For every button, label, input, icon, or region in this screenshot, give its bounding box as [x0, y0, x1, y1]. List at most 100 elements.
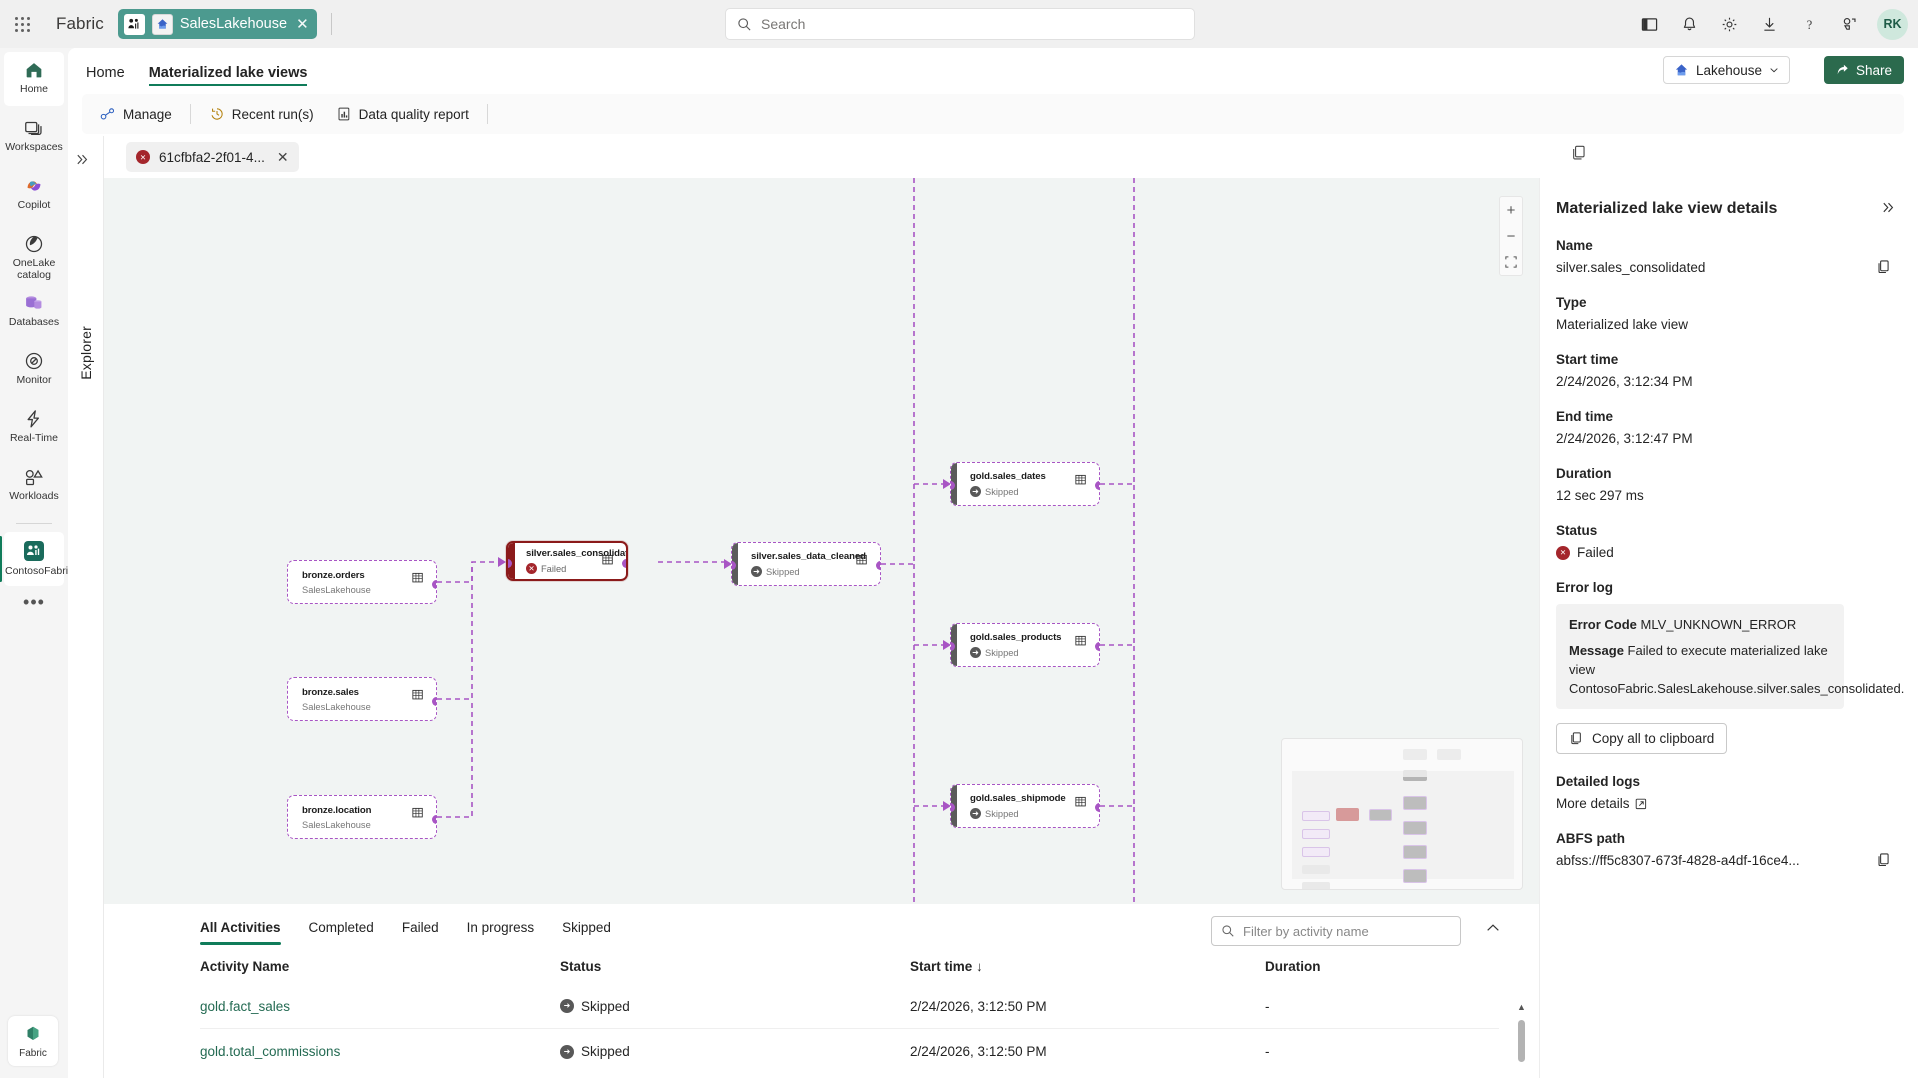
- tab-in-progress[interactable]: In progress: [466, 920, 535, 935]
- sidebar-item-copilot[interactable]: Copilot: [4, 168, 64, 222]
- column-start-time[interactable]: Start time ↓: [910, 959, 983, 974]
- brand-label[interactable]: Fabric: [56, 14, 104, 33]
- data-quality-report-button[interactable]: Data quality report: [326, 99, 479, 129]
- lineage-node-bronze-sales[interactable]: bronze.sales SalesLakehouse: [287, 677, 437, 721]
- node-output-port[interactable]: [432, 580, 436, 589]
- share-button[interactable]: Share: [1823, 56, 1904, 84]
- node-input-port[interactable]: [951, 481, 955, 490]
- copy-icon[interactable]: [1570, 144, 1588, 162]
- more-details-link[interactable]: More details: [1556, 796, 1647, 811]
- activities-scrollbar[interactable]: ▲ ▼: [1517, 1002, 1526, 1078]
- bell-icon[interactable]: [1671, 6, 1707, 42]
- table-row[interactable]: gold.total_commissions Skipped 2/24/2026…: [200, 1029, 1499, 1074]
- search-input[interactable]: [761, 16, 1183, 32]
- sidebar-item-home[interactable]: Home: [4, 52, 64, 106]
- column-duration[interactable]: Duration: [1265, 959, 1321, 974]
- node-input-port[interactable]: [732, 561, 736, 570]
- sidebar-item-monitor[interactable]: Monitor: [4, 343, 64, 397]
- activity-name-link[interactable]: gold.total_commissions: [200, 1044, 341, 1059]
- node-subtitle: SalesLakehouse: [302, 584, 371, 595]
- node-input-port[interactable]: [951, 803, 955, 812]
- failed-status-icon: [526, 563, 537, 574]
- node-output-port[interactable]: [432, 697, 436, 706]
- node-output-port[interactable]: [876, 561, 880, 570]
- collapse-details-button[interactable]: [1881, 200, 1896, 215]
- activities-tabs: All Activities Completed Failed In progr…: [104, 904, 1539, 946]
- panel-icon[interactable]: [1631, 6, 1667, 42]
- lineage-node-bronze-orders[interactable]: bronze.orders SalesLakehouse: [287, 560, 437, 604]
- copy-icon[interactable]: [1876, 852, 1892, 868]
- scrollbar-thumb[interactable]: [1518, 1020, 1525, 1062]
- tab-failed[interactable]: Failed: [401, 920, 439, 935]
- tab-all-activities[interactable]: All Activities: [200, 920, 281, 945]
- table-icon: [1075, 796, 1087, 808]
- recent-runs-button[interactable]: Recent run(s): [199, 99, 324, 129]
- node-output-port[interactable]: [1095, 803, 1099, 812]
- explorer-label[interactable]: Explorer: [78, 326, 94, 380]
- expand-explorer-button[interactable]: [75, 152, 90, 167]
- external-link-icon: [1635, 798, 1647, 810]
- divider: [189, 104, 191, 124]
- sidebar-item-workloads[interactable]: Workloads: [4, 459, 64, 513]
- sidebar-more-button[interactable]: •••: [4, 590, 64, 644]
- node-output-port[interactable]: [1095, 481, 1099, 490]
- node-input-port[interactable]: [508, 559, 512, 568]
- download-icon[interactable]: [1751, 6, 1787, 42]
- close-icon[interactable]: ✕: [296, 16, 309, 33]
- activity-name-link[interactable]: gold.fact_sales: [200, 998, 291, 1014]
- workspace-chip[interactable]: SalesLakehouse ✕: [117, 9, 317, 39]
- lineage-node-silver-sales-consolidated[interactable]: silver.sales_consolidated Failed: [506, 541, 628, 581]
- run-tab[interactable]: 61cfbfa2-2f01-4... ✕: [126, 142, 299, 172]
- manage-icon: [100, 106, 116, 122]
- sidebar-item-contosofabric[interactable]: ContosoFabric: [0, 532, 73, 586]
- type-value: Materialized lake view: [1556, 317, 1689, 332]
- sidebar-item-databases[interactable]: Databases: [4, 285, 64, 339]
- collapse-activities-button[interactable]: [1485, 920, 1501, 936]
- table-header: Activity Name Status Start time ↓ Durati…: [200, 953, 1499, 984]
- copy-icon[interactable]: [1876, 259, 1892, 275]
- sidebar-item-onelake-catalog[interactable]: OneLake catalog: [4, 226, 64, 281]
- table-row[interactable]: gold.fact_sales Skipped 2/24/2026, 3:12:…: [200, 984, 1499, 1029]
- node-output-port[interactable]: [1095, 642, 1099, 651]
- tab-materialized-lake-views[interactable]: Materialized lake views: [148, 48, 307, 94]
- lineage-canvas[interactable]: + − bronze.orders SalesLakehouse: [104, 178, 1539, 904]
- zoom-out-button[interactable]: −: [1506, 227, 1516, 245]
- column-activity-name[interactable]: Activity Name: [200, 959, 290, 974]
- feedback-icon[interactable]: [1831, 6, 1867, 42]
- tab-completed[interactable]: Completed: [308, 920, 374, 935]
- fit-to-screen-icon[interactable]: [1500, 249, 1522, 275]
- data-quality-report-label: Data quality report: [358, 106, 469, 122]
- sidebar-item-real-time[interactable]: Real-Time: [4, 401, 64, 455]
- sidebar-item-workspaces[interactable]: Workspaces: [4, 110, 64, 164]
- minimap-node: [1403, 770, 1427, 781]
- lineage-node-silver-sales-data-cleaned[interactable]: silver.sales_data_cleaned Skipped: [731, 542, 881, 586]
- workspace-chip-label: SalesLakehouse: [179, 16, 288, 32]
- lineage-node-gold-sales-dates[interactable]: gold.sales_dates Skipped: [950, 462, 1100, 506]
- tab-home[interactable]: Home: [86, 65, 125, 81]
- zoom-in-button[interactable]: +: [1506, 201, 1516, 219]
- close-icon[interactable]: ✕: [276, 148, 289, 165]
- lineage-node-gold-sales-shipmode[interactable]: gold.sales_shipmode Skipped: [950, 784, 1100, 828]
- scroll-up-icon[interactable]: ▲: [1517, 1002, 1526, 1012]
- lineage-node-bronze-location[interactable]: bronze.location SalesLakehouse: [287, 795, 437, 839]
- start-time-cell: 2/24/2026, 3:12:50 PM: [910, 998, 1047, 1014]
- copy-all-button[interactable]: Copy all to clipboard: [1556, 723, 1728, 754]
- avatar[interactable]: RK: [1877, 8, 1908, 40]
- zoom-controls[interactable]: + −: [1499, 196, 1523, 276]
- activity-filter[interactable]: [1211, 916, 1461, 946]
- manage-button[interactable]: Manage: [90, 99, 182, 129]
- tab-skipped[interactable]: Skipped: [562, 920, 611, 935]
- column-status[interactable]: Status: [560, 959, 602, 974]
- node-output-port[interactable]: [622, 559, 626, 568]
- global-search[interactable]: [725, 8, 1195, 40]
- lineage-node-gold-sales-products[interactable]: gold.sales_products Skipped: [950, 623, 1100, 667]
- node-output-port[interactable]: [432, 815, 436, 824]
- app-launcher-button[interactable]: [0, 0, 44, 48]
- activity-filter-input[interactable]: [1243, 923, 1451, 939]
- gear-icon[interactable]: [1711, 6, 1747, 42]
- fabric-home-button[interactable]: Fabric: [8, 1016, 58, 1066]
- minimap[interactable]: [1281, 738, 1523, 890]
- lakehouse-selector[interactable]: Lakehouse: [1662, 56, 1790, 84]
- help-icon[interactable]: ?: [1791, 6, 1827, 42]
- node-input-port[interactable]: [951, 642, 955, 651]
